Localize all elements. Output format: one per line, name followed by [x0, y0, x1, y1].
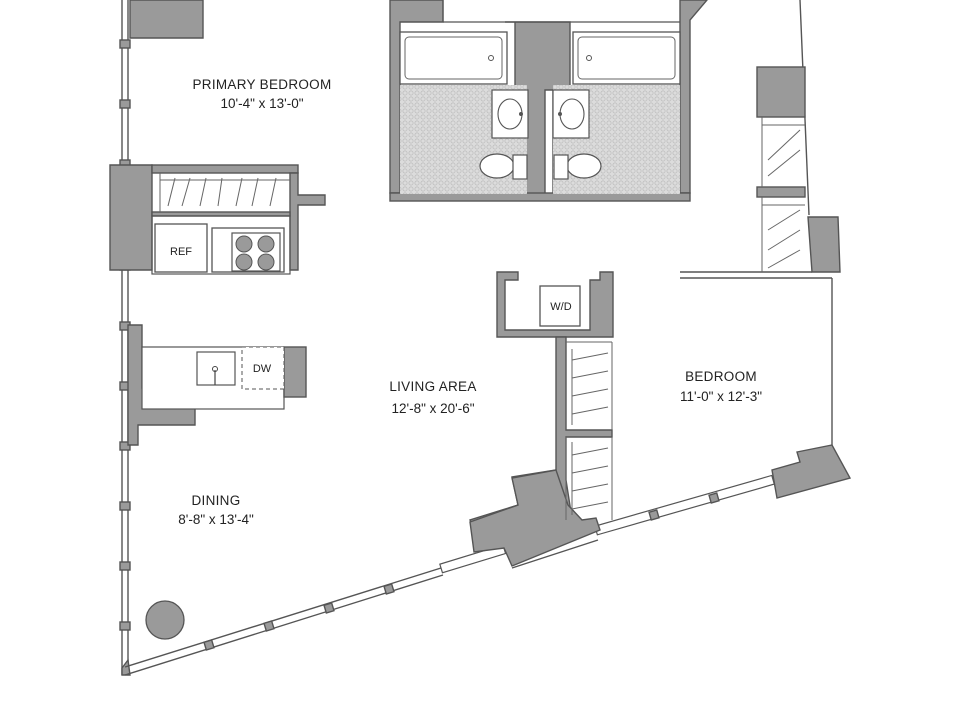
bedroom-name: BEDROOM — [685, 369, 757, 384]
wd-label: W/D — [550, 301, 571, 313]
wd-closet — [496, 271, 614, 338]
dining-name: DINING — [191, 493, 240, 508]
south-window-wall — [121, 474, 775, 676]
primary-bedroom-name: PRIMARY BEDROOM — [192, 77, 331, 92]
kitchen-sink — [196, 351, 236, 386]
east-wall — [680, 0, 852, 499]
planter — [145, 600, 185, 640]
wall-pier-south — [469, 469, 601, 567]
toilet-right — [566, 153, 602, 179]
toilet-left — [479, 153, 515, 179]
bathtub-right — [572, 31, 681, 85]
living-area-name: LIVING AREA — [389, 379, 476, 394]
dw-label: DW — [253, 363, 272, 375]
closet-primary — [159, 173, 290, 212]
bathroom-left — [399, 31, 529, 194]
ref-label: REF — [170, 246, 192, 258]
closet-center — [565, 341, 613, 520]
refrigerator — [154, 223, 208, 273]
bedroom-dims: 11'-0" x 12'-3" — [680, 389, 762, 404]
closet-bedroom — [761, 117, 805, 272]
bathtub-left — [399, 31, 508, 85]
dining-dims: 8'-8" x 13'-4" — [178, 512, 254, 527]
kitchen-wall — [109, 164, 326, 271]
wall-block — [129, 0, 204, 39]
living-area-dims: 12'-8" x 20'-6" — [391, 401, 474, 416]
dishwasher — [241, 346, 285, 390]
kitchen-upper — [151, 215, 291, 275]
kitchen-counter — [127, 324, 307, 446]
primary-bedroom-dims: 10'-4" x 13'-0" — [220, 96, 303, 111]
washer-dryer — [539, 285, 581, 327]
bathroom-right — [552, 31, 681, 194]
